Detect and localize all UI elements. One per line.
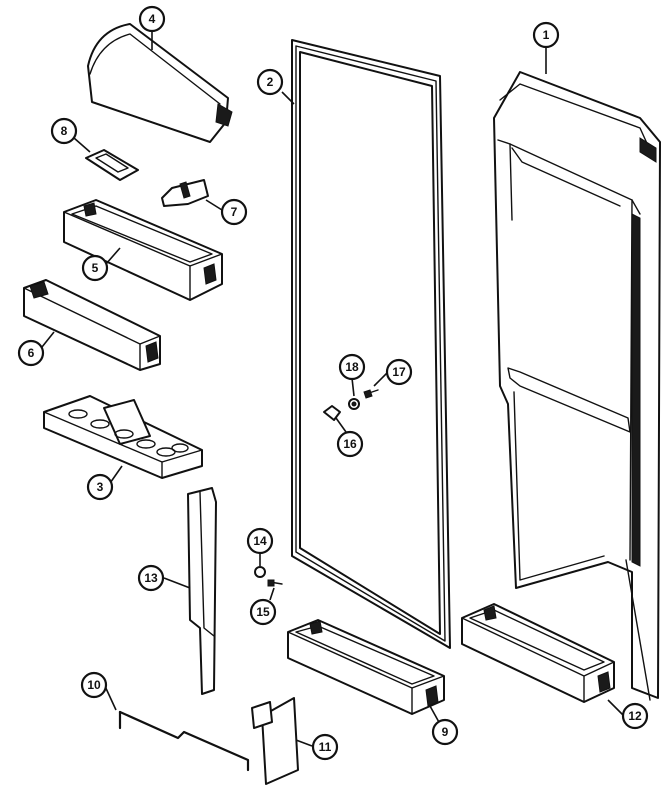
wire-part [118, 710, 250, 772]
callout-3-label: 3 [97, 480, 104, 494]
callout-4-label: 4 [149, 12, 156, 26]
door-bin-part [287, 619, 445, 715]
door-hardware-part [323, 389, 379, 421]
callout-7-label: 7 [231, 205, 238, 219]
callout-13-label: 13 [144, 571, 158, 585]
callout-16: 16 [336, 430, 364, 458]
callout-2-label: 2 [267, 75, 274, 89]
callout-7: 7 [220, 198, 248, 226]
trim-strip-part [187, 487, 217, 695]
callout-14-label: 14 [253, 534, 267, 548]
callout-14: 14 [246, 527, 274, 555]
shelf-bar-part [23, 279, 161, 371]
callout-1-label: 1 [543, 28, 550, 42]
bracket-part [161, 179, 209, 207]
callout-2: 2 [256, 68, 284, 96]
door-liner-part [493, 71, 661, 701]
door-gasket-part [291, 39, 451, 649]
callout-10-label: 10 [87, 678, 101, 692]
leader-lines [37, 32, 625, 747]
dairy-door-part [87, 23, 233, 143]
callout-10: 10 [80, 671, 108, 699]
callout-15: 15 [249, 598, 277, 626]
door-bin-lower-part [461, 603, 615, 703]
small-cover-part [85, 149, 139, 181]
callout-9: 9 [431, 718, 459, 746]
callout-4: 4 [138, 5, 166, 33]
screw-nut-part [254, 566, 283, 587]
egg-tray-part [43, 395, 203, 479]
callout-6-label: 6 [28, 346, 35, 360]
callout-8-label: 8 [61, 124, 68, 138]
callout-3: 3 [86, 473, 114, 501]
dairy-bin-part [63, 199, 223, 301]
callout-12: 12 [621, 702, 649, 730]
callout-18-label: 18 [345, 360, 359, 374]
callout-13: 13 [137, 564, 165, 592]
callout-11-label: 11 [319, 740, 332, 754]
callout-5: 5 [81, 254, 109, 282]
callout-17: 17 [385, 358, 413, 386]
callout-1: 1 [532, 21, 560, 49]
callout-18: 18 [338, 353, 366, 381]
callout-12-label: 12 [628, 709, 642, 723]
callout-8: 8 [50, 117, 78, 145]
callout-17-label: 17 [392, 365, 406, 379]
callout-6: 6 [17, 339, 45, 367]
cover-plate-part [251, 697, 299, 785]
callout-5-label: 5 [92, 261, 99, 275]
callout-15-label: 15 [256, 605, 270, 619]
callout-16-label: 16 [343, 437, 357, 451]
callout-11: 11 [311, 733, 339, 761]
callout-9-label: 9 [442, 725, 449, 739]
